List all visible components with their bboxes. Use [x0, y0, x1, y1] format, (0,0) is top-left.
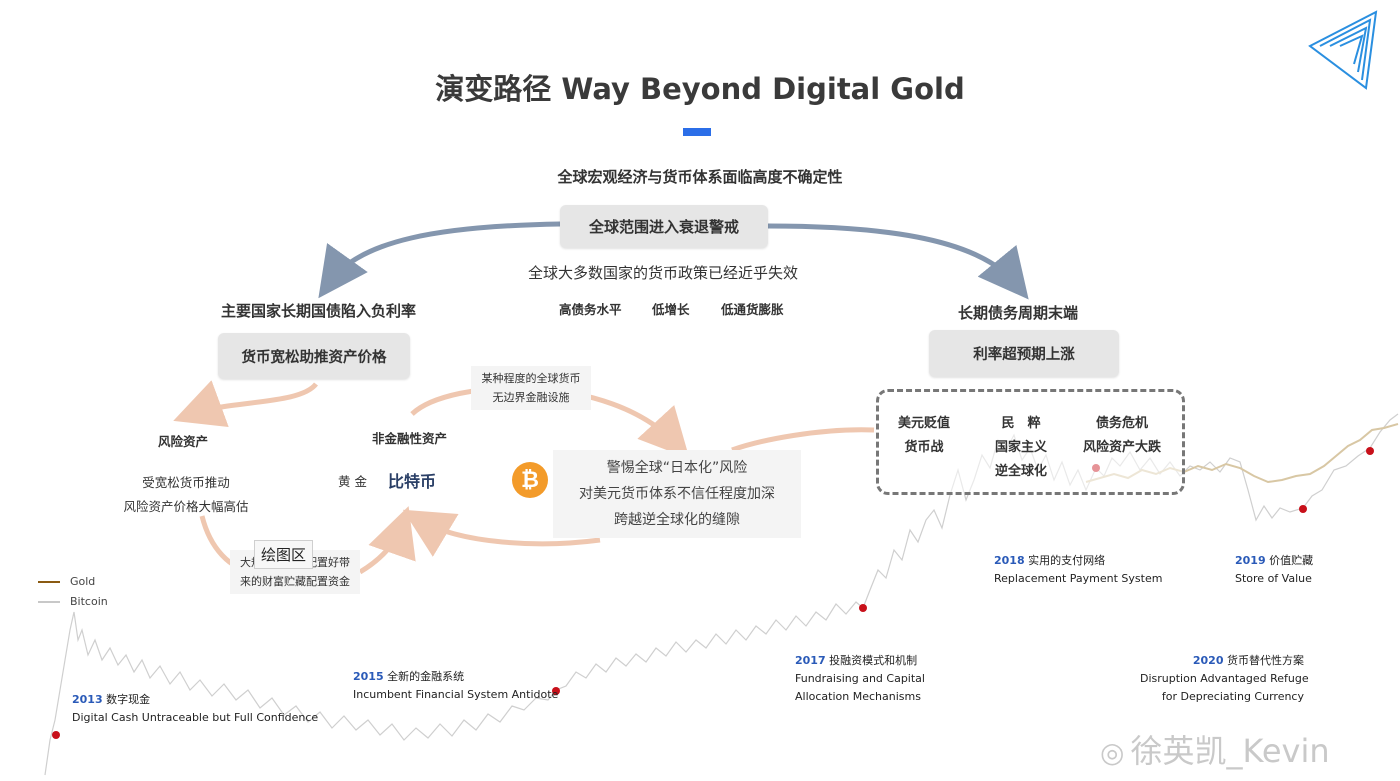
non-financial-label: 非金融性资产	[372, 431, 448, 446]
event-2013: 2013 数字现金 Digital Cash Untraceable but F…	[72, 691, 318, 727]
infrastructure-box: 某种程度的全球货币 无边界金融设施	[471, 366, 591, 410]
legend-bitcoin-label: Bitcoin	[70, 595, 108, 608]
bitcoin-label: 比特币	[388, 472, 437, 491]
weibo-icon: ◎	[1100, 736, 1125, 769]
event-en: Store of Value	[1235, 572, 1312, 585]
event-en: Fundraising and Capital	[795, 672, 925, 685]
event-cn: 投融资模式和机制	[829, 654, 918, 667]
event-year: 2018	[994, 554, 1025, 567]
event-year: 2017	[795, 654, 826, 667]
event-2018: 2018 实用的支付网络 Replacement Payment System	[994, 552, 1162, 588]
arrow-warn-to-btc	[402, 509, 601, 557]
allocation-line-2: 来的财富贮藏配置资金	[240, 575, 350, 588]
dashed-currency-war: 货币战	[904, 440, 944, 455]
easing-box: 货币宽松助推资产价格	[218, 333, 410, 379]
event-year: 2019	[1235, 554, 1266, 567]
risk-desc-1: 受宽松货币推动	[142, 475, 230, 490]
event-en-2: Allocation Mechanisms	[795, 690, 921, 703]
event-en: Disruption Advantaged Refuge	[1140, 672, 1309, 685]
event-marker	[859, 604, 867, 612]
event-marker	[1299, 505, 1307, 513]
event-year: 2013	[72, 693, 103, 706]
legend-gold-label: Gold	[70, 575, 96, 588]
event-en-2: for Depreciating Currency	[1161, 690, 1304, 703]
gold-label: 黄 金	[338, 474, 367, 489]
title-accent-bar	[683, 128, 711, 136]
infrastructure-line-2: 无边界金融设施	[492, 391, 570, 404]
watermark: ◎徐英凯_Kevin	[1100, 726, 1330, 772]
event-2015: 2015 全新的金融系统 Incumbent Financial System …	[353, 668, 558, 704]
arrow-to-right	[767, 223, 1029, 300]
arrow-dashed-to-warn	[731, 427, 875, 453]
uncertainty-text: 全球宏观经济与货币体系面临高度不确定性	[557, 168, 843, 186]
page-title: 演变路径 Way Beyond Digital Gold	[435, 72, 965, 106]
event-marker	[1366, 447, 1374, 455]
event-cn: 全新的金融系统	[387, 670, 465, 683]
dashed-debt-crisis: 债务危机	[1095, 416, 1148, 431]
legend-gold-swatch	[38, 580, 60, 583]
rate-rise-box: 利率超预期上涨	[929, 330, 1119, 377]
event-en: Replacement Payment System	[994, 572, 1163, 585]
allocation-box: 大规模的资产配置好带 来的财富贮藏配置资金	[230, 550, 360, 594]
bitcoin-icon: ₿	[512, 462, 548, 498]
legend-gold: Gold	[38, 575, 95, 588]
arrow-loop-to-btc	[358, 506, 416, 575]
event-2017: 2017 投融资模式和机制 Fundraising and Capital Al…	[795, 652, 925, 706]
condition-low-inflation: 低通货膨胀	[721, 302, 784, 317]
watermark-text: 徐英凯_Kevin	[1130, 732, 1330, 770]
warning-line-3: 跨越逆全球化的缝隙	[614, 512, 740, 528]
dashed-risk-asset-crash: 风险资产大跌	[1082, 440, 1161, 455]
event-cn: 货币替代性方案	[1227, 654, 1304, 667]
condition-high-debt: 高债务水平	[559, 302, 622, 317]
legend-bitcoin-swatch	[38, 600, 60, 603]
legend-bitcoin: Bitcoin	[38, 595, 108, 608]
event-year: 2015	[353, 670, 384, 683]
event-cn: 数字现金	[106, 693, 151, 706]
infrastructure-line-1: 某种程度的全球货币	[481, 372, 581, 385]
risk-dashed-box	[876, 389, 1185, 495]
warning-box: 警惕全球“日本化”风险 对美元货币体系不信任程度加深 跨越逆全球化的缝隙	[553, 450, 801, 538]
event-en: Digital Cash Untraceable but Full Confid…	[72, 711, 319, 724]
condition-low-growth: 低增长	[652, 302, 690, 317]
event-year: 2020	[1192, 654, 1224, 667]
dashed-usd-depreciation: 美元贬值	[898, 416, 951, 431]
arrow-to-left	[318, 221, 561, 299]
dashed-deglobalization: 逆全球化	[994, 464, 1047, 479]
event-2020: 2020 货币替代性方案 Disruption Advantaged Refug…	[1140, 652, 1309, 706]
event-cn: 实用的支付网络	[1028, 554, 1106, 567]
event-2019: 2019 价值贮藏 Store of Value	[1235, 552, 1313, 588]
logo-icon	[1308, 10, 1378, 90]
warning-line-2: 对美元货币体系不信任程度加深	[579, 486, 775, 502]
risk-assets-label: 风险资产	[158, 434, 209, 449]
arrow-box-to-risk	[173, 380, 318, 428]
event-cn: 价值贮藏	[1269, 554, 1314, 567]
right-heading: 长期债务周期末端	[958, 304, 1079, 322]
policy-failure-text: 全球大多数国家的货币政策已经近乎失效	[527, 264, 798, 282]
event-marker	[52, 731, 60, 739]
event-en: Incumbent Financial System Antidote	[353, 688, 559, 701]
dashed-nationalism: 国家主义	[994, 440, 1047, 455]
recession-box: 全球范围进入衰退警戒	[560, 205, 768, 248]
dashed-populism: 民 粹	[1001, 416, 1041, 431]
risk-desc-2: 风险资产价格大幅高估	[123, 499, 249, 514]
warning-line-1: 警惕全球“日本化”风险	[606, 460, 748, 476]
left-heading: 主要国家长期国债陷入负利率	[221, 302, 417, 320]
event-marker	[552, 687, 560, 695]
plot-area-tooltip: 绘图区	[254, 540, 314, 569]
